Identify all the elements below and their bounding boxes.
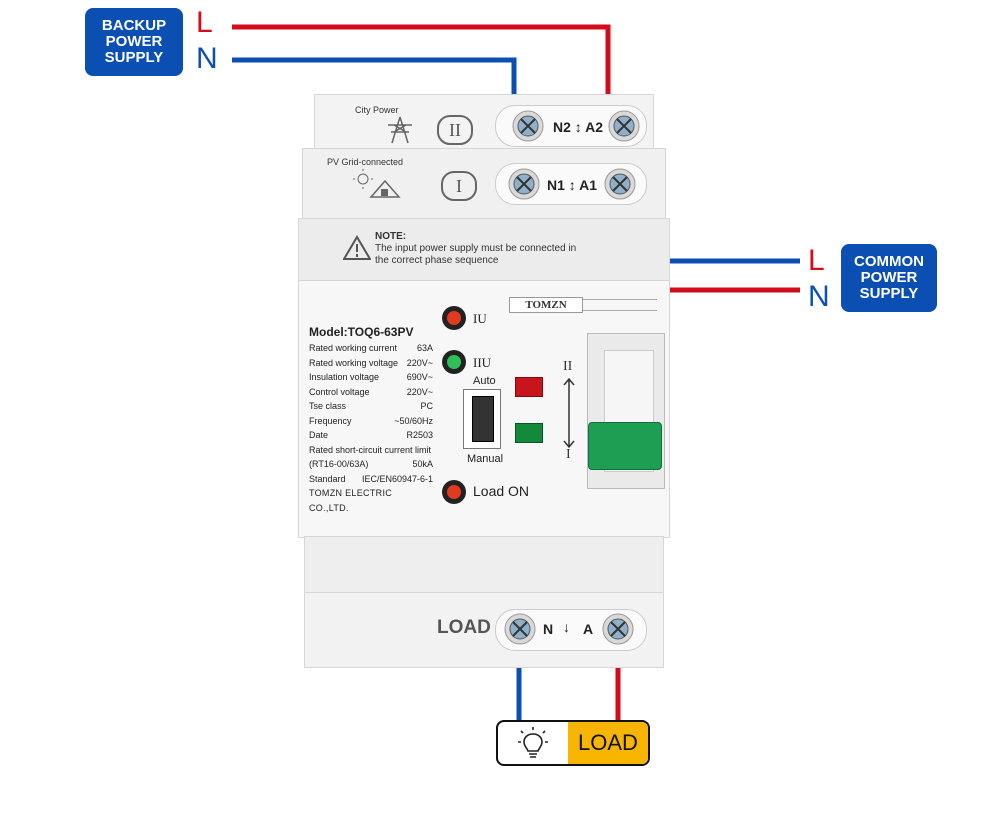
front-panel: TOMZN Model:TOQ6-63PV Rated working curr… <box>298 280 670 538</box>
iiu-indicator-icon <box>442 350 466 374</box>
iiu-label: IIU <box>473 355 492 370</box>
iu-indicator-icon <box>442 306 466 330</box>
lever-position-i: I <box>566 447 571 462</box>
auto-manual-switch[interactable] <box>472 396 494 442</box>
brand-logo: TOMZN <box>509 297 583 313</box>
note-area: NOTE: The input power supply must be con… <box>298 218 670 282</box>
common-power-supply-badge: COMMON POWER SUPPLY <box>841 244 937 312</box>
green-status-window <box>515 423 543 443</box>
red-status-window <box>515 377 543 397</box>
terminal-screw-n1 <box>508 168 540 200</box>
lever-arrow-icon <box>563 377 575 449</box>
backup-power-supply-badge: BACKUP POWER SUPPLY <box>85 8 183 76</box>
backup-live-label: L <box>196 6 213 39</box>
terminal-screw-a2 <box>608 110 640 142</box>
lower-body <box>304 536 664 598</box>
model-name: Model:TOQ6-63PV <box>309 325 414 339</box>
load-on-indicator-icon <box>442 480 466 504</box>
city-power-caption: City Power <box>355 105 399 115</box>
mid-module: PV Grid-connected I N1 ↕ A1 <box>302 148 666 220</box>
terminal-screw-n2 <box>512 110 544 142</box>
terminal-screw-load-a <box>602 613 634 645</box>
lever-slot <box>587 333 665 489</box>
warning-icon <box>343 235 371 260</box>
terminal-screw-load-n <box>504 613 536 645</box>
load-arrow: ↓ <box>563 619 570 635</box>
auto-label: Auto <box>473 375 496 387</box>
transfer-lever[interactable] <box>588 422 662 470</box>
terminal-label-n2: N2 ↕ A2 <box>553 119 604 135</box>
load-box: LOAD <box>496 720 650 766</box>
note-text: NOTE: The input power supply must be con… <box>375 231 577 266</box>
iu-label: IU <box>473 311 487 326</box>
common-neutral-label: N <box>808 280 830 313</box>
load-n-label: N <box>543 621 554 637</box>
terminal-screw-a1 <box>604 168 636 200</box>
pv-caption: PV Grid-connected <box>327 157 404 167</box>
pylon-icon <box>388 116 412 144</box>
load-on-label: Load ON <box>473 483 530 499</box>
light-bulb-icon <box>518 727 548 758</box>
top-module: City Power II N2 ↕ A2 <box>314 94 654 152</box>
wire-backup-live <box>232 24 611 122</box>
pv-house-icon <box>353 169 401 198</box>
load-box-label: LOAD <box>568 722 648 764</box>
load-terminal-label: LOAD <box>437 617 491 638</box>
backup-neutral-label: N <box>196 42 218 75</box>
common-live-label: L <box>808 244 825 277</box>
manual-label: Manual <box>467 453 504 465</box>
limit-title: Rated short-circuit current limit <box>309 444 432 455</box>
terminal-label-n1: N1 ↕ A1 <box>547 177 598 193</box>
brand-lines <box>583 299 657 311</box>
source-i-symbol: I <box>441 171 477 201</box>
spec-row: Frequency~50/60Hz <box>309 415 433 426</box>
lever-position-ii: II <box>563 359 573 374</box>
mode-switch-housing <box>463 389 501 449</box>
load-a-label: A <box>583 621 594 637</box>
company-name: TOMZN ELECTRIC CO.,LTD. <box>309 488 393 513</box>
source-ii-symbol: II <box>437 115 473 145</box>
spec-row: (RT16-00/63A)50kA <box>309 459 433 469</box>
load-module: LOAD N ↓ A <box>304 592 664 668</box>
transfer-switch-device: City Power II N2 ↕ A2 PV Grid-connected <box>298 94 670 668</box>
